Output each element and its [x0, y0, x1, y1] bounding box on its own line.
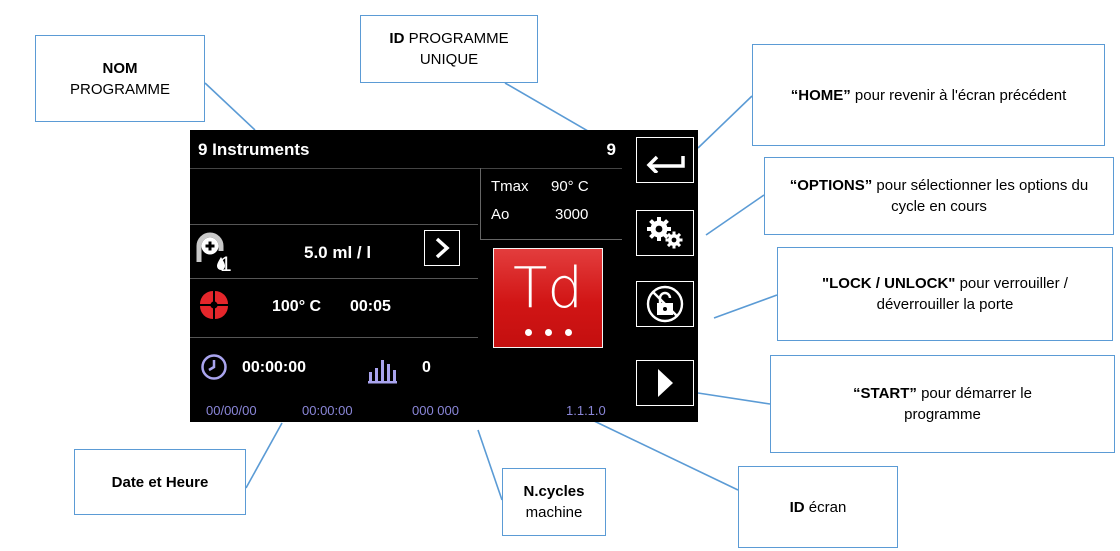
timer-time: 00:00:00 — [242, 359, 307, 376]
dosing-value: 5.0 ml / l — [304, 243, 372, 262]
callout-ncycles-bold: N.cycles — [523, 483, 585, 500]
chevron-right-icon — [435, 237, 450, 259]
callout-nom-bold: NOM — [102, 59, 138, 77]
gears-icon — [647, 217, 683, 249]
status-date: 00/00/00 — [206, 403, 257, 418]
bar-chart-icon — [368, 360, 397, 384]
row-divider-3 — [190, 337, 478, 338]
callout-ncycles-text: machine — [525, 504, 583, 521]
callout-id-prog-bold: ID — [389, 30, 405, 47]
start-button[interactable] — [636, 360, 694, 406]
clock-icon — [201, 354, 227, 380]
td-dot-2 — [545, 329, 552, 336]
tmax-value: 90° C — [551, 178, 589, 195]
dropper-plus-icon — [196, 232, 225, 270]
home-button[interactable] — [636, 137, 694, 183]
callout-id-programme: ID PROGRAMME UNIQUE — [360, 15, 538, 83]
program-id: 9 — [606, 140, 616, 159]
ao-label: Ao — [491, 206, 510, 223]
program-name: 9 Instruments — [198, 140, 310, 159]
status-time: 00:00:00 — [302, 403, 353, 418]
drying-temperature: 100° C — [272, 298, 322, 315]
callout-id-prog-text: PROGRAMME UNIQUE — [404, 30, 509, 68]
td-dot-3 — [565, 329, 572, 336]
td-dot-1 — [525, 329, 532, 336]
callout-nom-text: PROGRAMME — [69, 80, 170, 98]
callout-start-bold: “START” — [853, 385, 917, 402]
tmax-label: Tmax — [491, 178, 529, 195]
td-cycle-button[interactable]: Td — [493, 248, 603, 348]
callout-start: “START” pour démarrer le programme — [770, 355, 1115, 453]
callout-lock-bold: "LOCK / UNLOCK" — [822, 275, 956, 292]
callout-date-heure: Date et Heure — [74, 449, 246, 515]
td-label: Td — [513, 256, 583, 321]
cycle-count: 0 — [422, 359, 431, 376]
callout-options-text: pour sélectionner les options du cycle e… — [872, 177, 1089, 215]
return-arrow-icon — [646, 155, 685, 173]
callout-lock: "LOCK / UNLOCK" pour verrouiller / déver… — [777, 247, 1113, 341]
dosing-next-button[interactable] — [424, 230, 460, 266]
options-button[interactable] — [636, 210, 694, 256]
lock-crossed-icon — [646, 285, 684, 323]
callout-ncycles: N.cycles machine — [502, 468, 606, 536]
ao-value: 3000 — [555, 206, 589, 223]
drying-time: 00:05 — [350, 298, 391, 315]
callout-start-text: pour démarrer le programme — [904, 385, 1032, 423]
row-divider-2 — [190, 278, 478, 279]
callout-home: “HOME” pour revenir à l'écran précédent — [752, 44, 1105, 146]
play-triangle-icon — [658, 369, 673, 397]
callout-id-ecran: ID écran — [738, 466, 898, 548]
status-cycles: 000 000 — [412, 403, 459, 418]
params-box: Tmax 90° C Ao 3000 — [480, 168, 622, 240]
callout-lock-text: pour verrouiller / déverrouiller la port… — [876, 275, 1068, 313]
callout-date-bold: Date et Heure — [111, 473, 209, 491]
device-screen: 9 Instruments 9 Tmax 90° C Ao 3000 1 5.0… — [190, 130, 622, 422]
dosing-index: 1 — [220, 253, 232, 276]
callout-home-text: pour revenir à l'écran précédent — [850, 86, 1067, 104]
callout-id-ecran-text: écran — [804, 498, 847, 516]
callout-home-bold: “HOME” — [790, 86, 851, 104]
row-divider-1 — [190, 224, 478, 225]
fan-icon — [200, 291, 228, 319]
callout-options: “OPTIONS” pour sélectionner les options … — [764, 157, 1114, 235]
header-divider — [190, 168, 622, 169]
lock-unlock-button[interactable] — [636, 281, 694, 327]
callout-nom-programme: NOM PROGRAMME — [35, 35, 205, 122]
callout-options-bold: “OPTIONS” — [789, 177, 873, 194]
callout-id-ecran-bold: ID — [789, 498, 805, 516]
status-screen-id: 1.1.1.0 — [566, 403, 606, 418]
